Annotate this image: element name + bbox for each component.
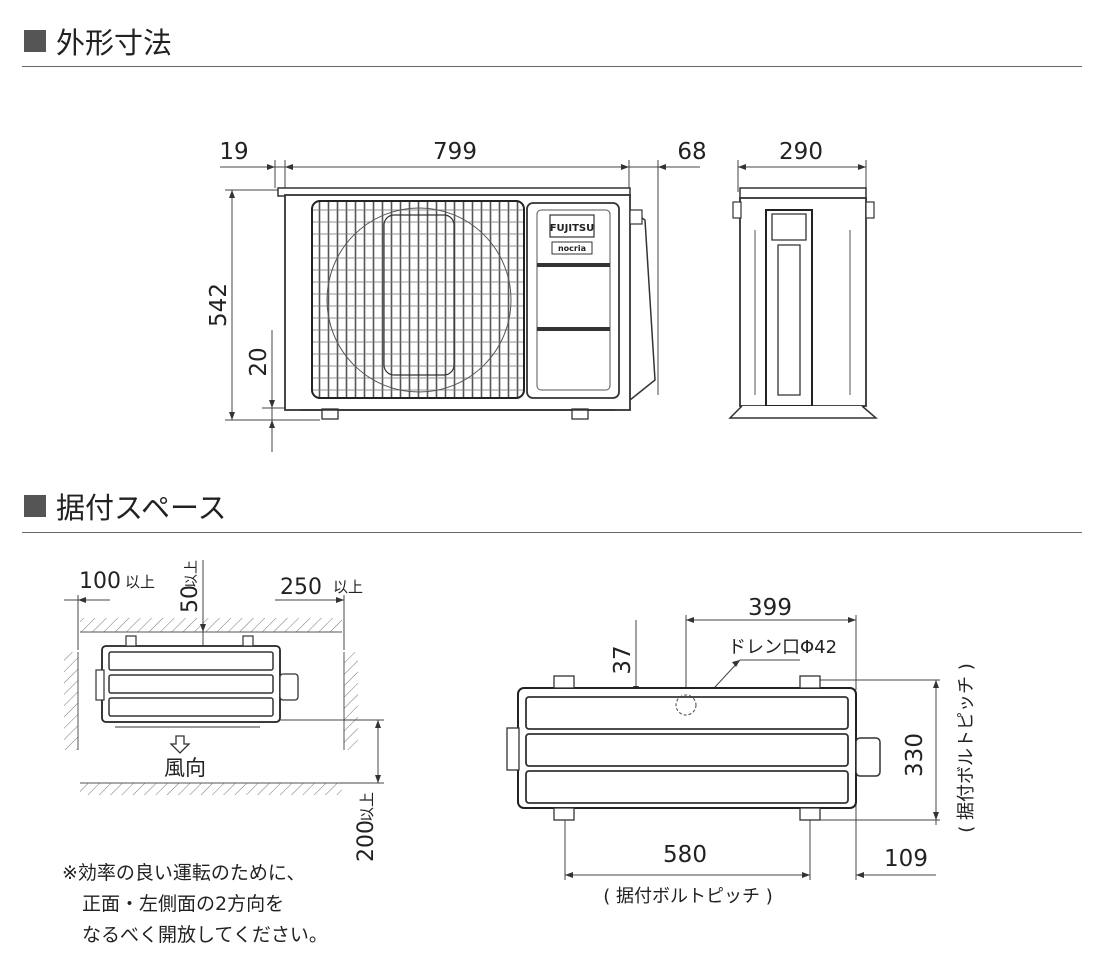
dim-50-label: 50: [178, 585, 203, 613]
drain-hole-icon: [675, 694, 697, 716]
bolt-pitch-horizontal-label: ( 据付ボルトピッチ ): [603, 886, 773, 907]
bolt-pitch-vertical-label: ( 据付ボルトピッチ ): [956, 663, 977, 833]
dim-19-label: 19: [219, 139, 248, 165]
note-line: 正面・左側面の2方向を: [82, 893, 285, 915]
section-title-install-space: 据付スペース: [56, 491, 227, 525]
side-view: 290: [728, 139, 879, 419]
dim-399-label: 399: [748, 595, 792, 621]
left-wall-hatch: [64, 652, 78, 750]
right-wall-hatch: [344, 652, 358, 750]
dim-542-label: 542: [206, 283, 232, 327]
install-note: ※効率の良い運転のために、 正面・左側面の2方向を なるべく開放してください。: [62, 858, 328, 951]
note-line: なるべく開放してください。: [82, 924, 328, 946]
section-header-install-space: 据付スペース: [24, 485, 227, 527]
dim-250-label: 250: [280, 575, 322, 600]
dim-290-label: 290: [779, 139, 823, 165]
dim-330-label: 330: [902, 733, 928, 777]
outdoor-unit-bottom: [506, 675, 881, 821]
dim-200-suffix: 以上: [358, 792, 376, 822]
dim-109-label: 109: [884, 846, 928, 872]
dim-250-suffix: 以上: [333, 578, 363, 596]
wind-direction-label: 風向: [164, 756, 206, 780]
dim-799-label: 799: [433, 139, 477, 165]
dim-100-suffix: 以上: [125, 573, 155, 591]
brand-logo-text: FUJITSU: [550, 223, 595, 234]
dim-37-label: 37: [610, 645, 636, 674]
dim-68-label: 68: [677, 139, 706, 165]
section-header-dimensions: 外形寸法: [24, 20, 172, 62]
section-divider-dimensions: [22, 66, 1082, 67]
dim-200-label: 200: [354, 820, 379, 862]
note-line: ※効率の良い運転のために、: [62, 862, 306, 884]
rear-wall-hatch: [80, 618, 342, 632]
outdoor-unit-side: [728, 187, 879, 419]
dim-580-label: 580: [663, 842, 707, 868]
model-logo-text: nocria: [558, 244, 586, 253]
square-bullet-icon: [24, 495, 46, 517]
square-bullet-icon: [24, 30, 46, 52]
dim-50-suffix: 以上: [184, 560, 200, 588]
front-wall-hatch: [80, 783, 342, 795]
outdoor-unit-top-small: [95, 635, 299, 728]
dim-20-label: 20: [246, 347, 272, 376]
dim-100-label: 100: [79, 569, 121, 594]
section-title-dimensions: 外形寸法: [56, 26, 173, 60]
install-space-view: 100 以上 50 以上 250 以上 200 以上 風向: [64, 560, 384, 862]
drain-label-text: ドレン口Φ42: [728, 637, 837, 658]
front-view: 19 799 68 542 20: [206, 139, 707, 452]
outdoor-unit-front: FUJITSU nocria: [277, 187, 656, 420]
wind-direction-arrow-icon: [169, 735, 191, 754]
section-divider-install-space: [22, 532, 1082, 533]
bottom-view: 399 37 ドレン口Φ42 330 ( 据付ボルトピッチ ) 580 109 …: [506, 595, 977, 907]
